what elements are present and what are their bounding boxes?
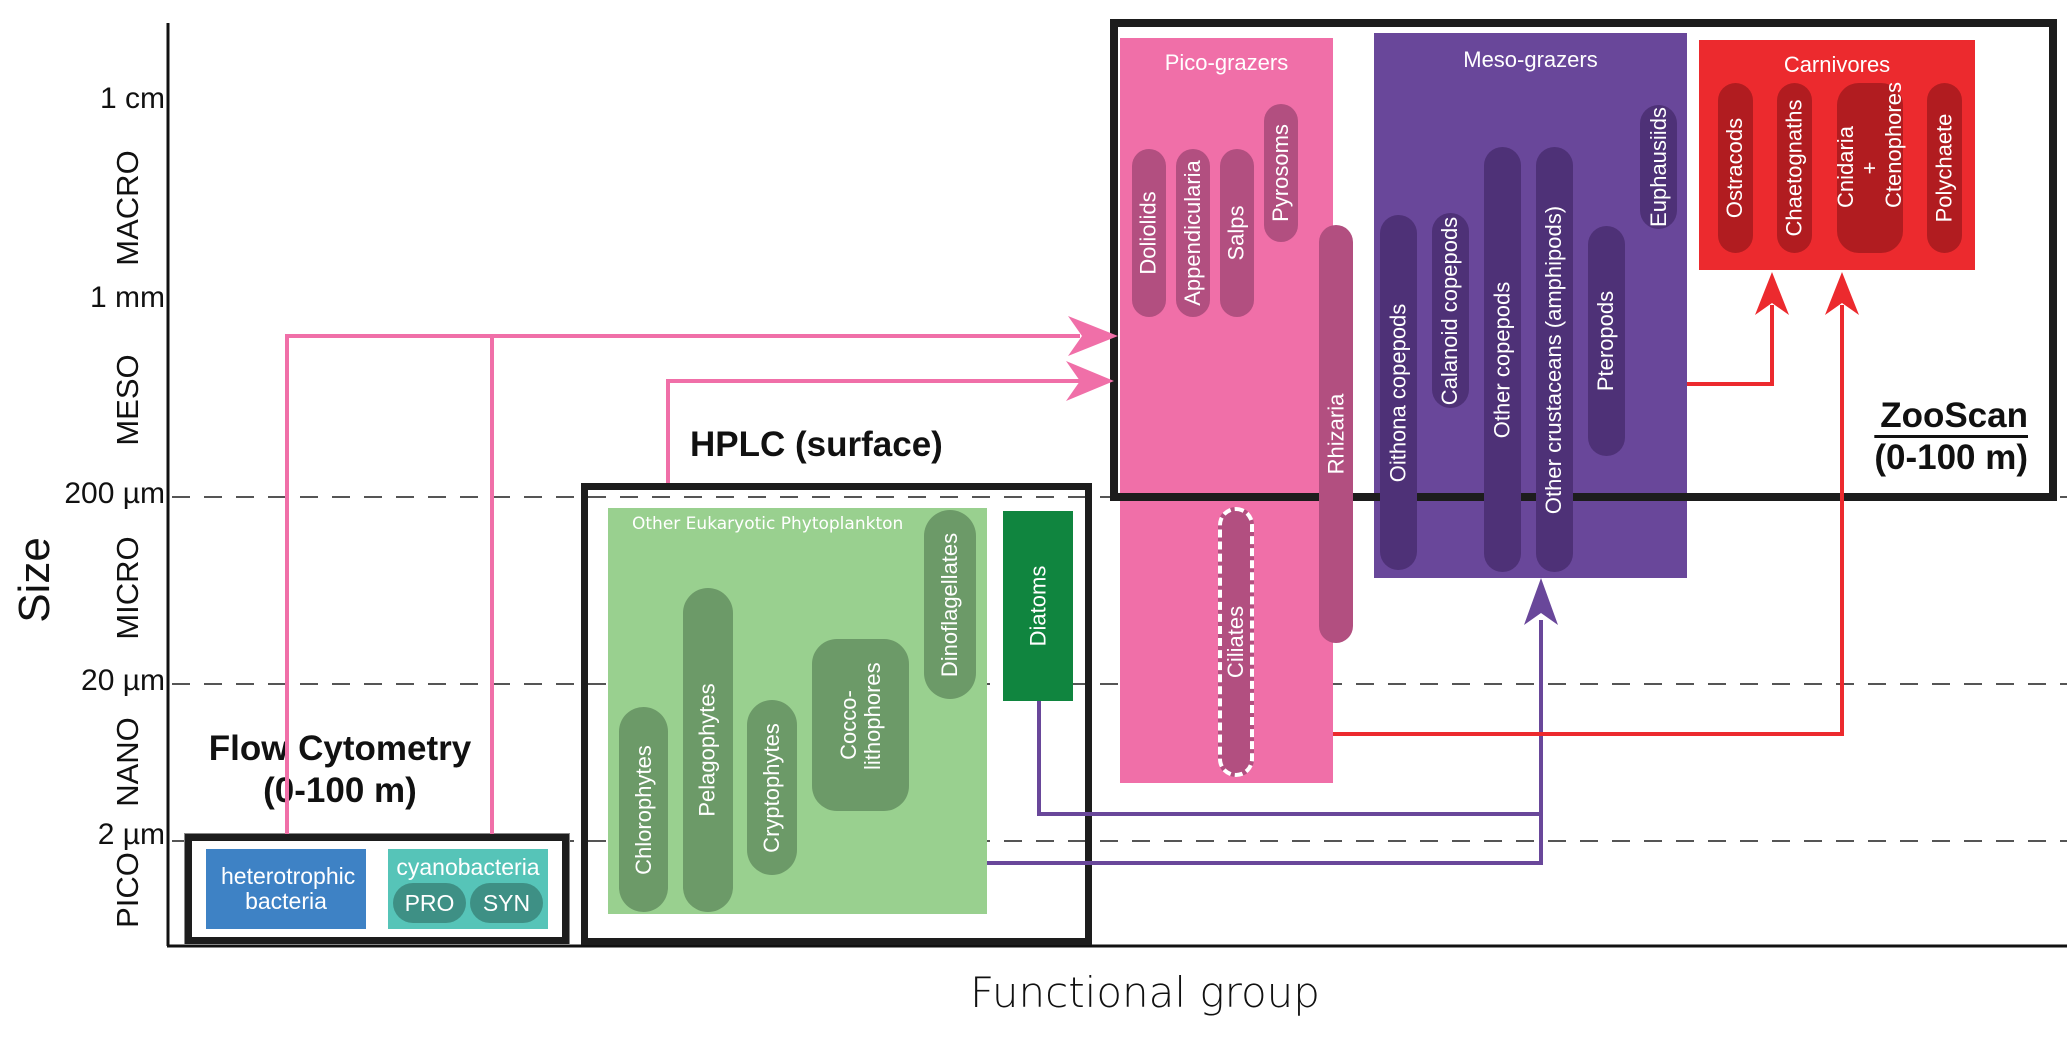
tick-2um: 2 µm [97,818,165,851]
pill-euphausiids: Euphausiids [1640,105,1677,229]
zooscan-label: ZooScan (0-100 m) [1828,395,2028,479]
flow-cytometry-title: Flow Cytometry [208,729,472,768]
pill-chlorophytes: Chlorophytes [619,707,668,912]
heterotrophic-bacteria-label: heterotrophic bacteria [221,863,356,914]
tick-1mm: 1 mm [90,281,165,314]
pill-salps: Salps [1220,149,1254,317]
cyanobacteria-label: cyanobacteria [396,854,540,880]
pill-other-crustaceans: Other crustaceans (amphipods) [1536,147,1573,572]
y-axis-title: Size [9,537,59,623]
pill-doliolids: Doliolids [1132,149,1166,317]
pill-appendicularia: Appendicularia [1176,149,1210,317]
hplc-title: HPLC (surface) [690,425,943,464]
zooscan-depth: (0-100 m) [1874,438,2028,477]
flow-cytometry-label: Flow Cytometry (0-100 m) [190,728,490,812]
tick-1cm: 1 cm [99,82,165,115]
pill-polychaete: Polychaete [1927,83,1962,253]
pill-cryptophytes: Cryptophytes [747,700,797,875]
diatoms-group: Diatoms [1003,511,1073,701]
pill-chaetognaths: Chaetognaths [1777,83,1812,253]
pill-coccolithophores: Cocco-lithophores [812,639,909,811]
pill-other-copepods: Other copepods [1484,147,1521,572]
flow-cytometry-depth: (0-100 m) [263,771,417,810]
meso-grazers-title: Meso-grazers [1463,47,1598,72]
band-pico: PICO [110,852,145,928]
pico-grazers-title: Pico-grazers [1164,50,1289,75]
carnivores-title: Carnivores [1783,52,1891,77]
pill-dinoflagellates: Dinoflagellates [924,510,976,699]
other-eukaryotic-title: Other Eukaryotic Phytoplankton [632,514,904,534]
pill-pteropods: Pteropods [1588,226,1625,456]
pill-calanoid-copepods: Calanoid copepods [1432,213,1469,408]
pill-ciliates: Ciliates [1218,507,1254,777]
pill-rhizaria: Rhizaria [1319,225,1353,643]
diatoms-label: Diatoms [1025,565,1050,647]
band-micro: MICRO [110,536,145,640]
tick-200um: 200 µm [64,477,165,510]
pill-cnidaria-ctenophores: Cnidaria + Ctenophores [1833,82,1906,253]
x-axis-title: Functional group [970,968,1320,1017]
pill-oithona-copepods: Oithona copepods [1380,215,1417,570]
pill-pyrosoms: Pyrosoms [1264,104,1298,242]
band-meso: MESO [110,354,145,446]
tick-20um: 20 µm [81,664,165,697]
pill-ostracods: Ostracods [1718,83,1753,253]
heterotrophic-bacteria-group: heterotrophic bacteria [206,849,366,929]
zooscan-title: ZooScan [1880,396,2028,435]
cyanobacteria-group: cyanobacteria PRO SYN [388,849,548,929]
band-macro: MACRO [110,150,145,266]
pill-pelagophytes: Pelagophytes [683,588,733,912]
syn-pill: SYN [470,883,543,923]
pro-pill: PRO [393,883,466,923]
